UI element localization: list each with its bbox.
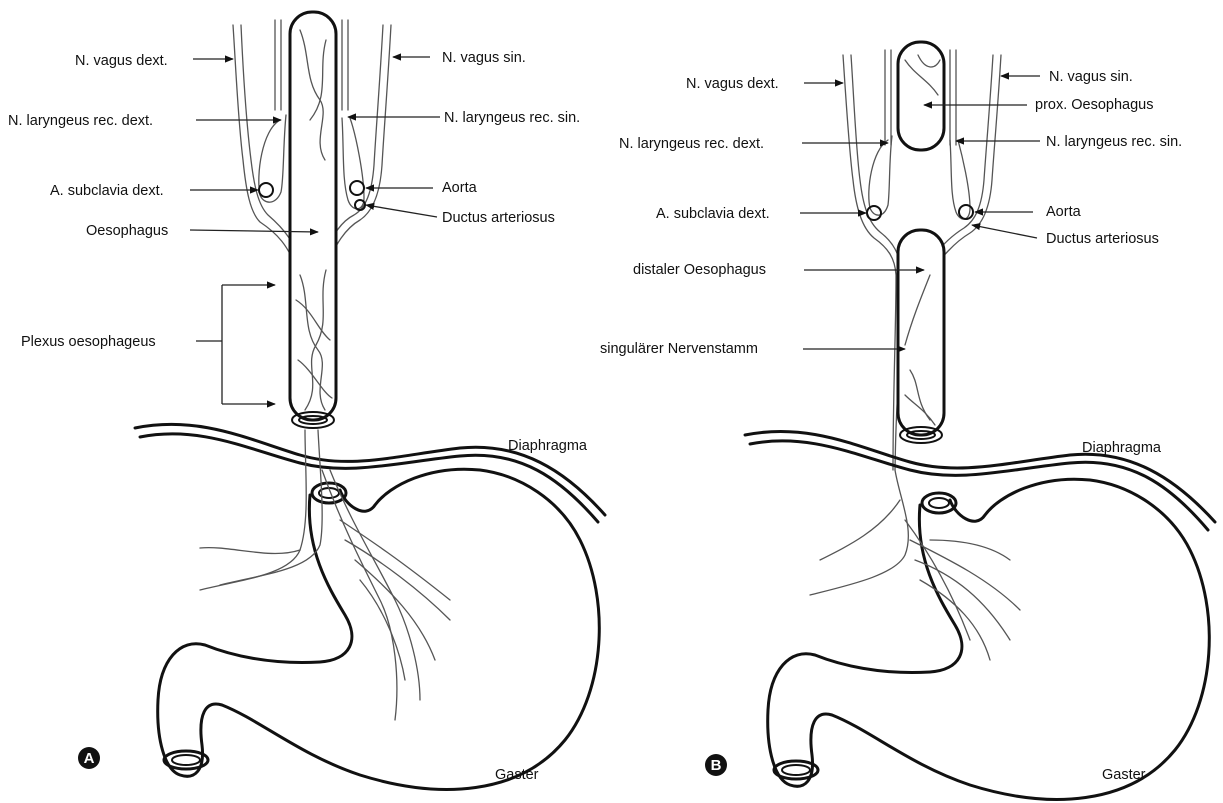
label-aorta-b: Aorta: [1046, 204, 1082, 220]
label-vagus-sin-a: N. vagus sin.: [442, 50, 526, 66]
stomach-a: [158, 430, 600, 789]
label-subclavia-a: A. subclavia dext.: [50, 183, 164, 199]
oesophagus-tube-a: [290, 12, 336, 420]
label-laryngeus-dext-a: N. laryngeus rec. dext.: [8, 113, 153, 129]
panel-a-letter: A: [84, 750, 95, 767]
label-laryngeus-dext-b: N. laryngeus rec. dext.: [619, 136, 764, 152]
label-gaster-b: Gaster: [1102, 767, 1146, 783]
label-subclavia-b: A. subclavia dext.: [656, 206, 770, 222]
label-singular-trunk-b: singulärer Nervenstamm: [600, 341, 758, 357]
label-vagus-dext-b: N. vagus dext.: [686, 76, 779, 92]
label-laryngeus-sin-a: N. laryngeus rec. sin.: [444, 110, 580, 126]
label-ductus-a: Ductus arteriosus: [442, 210, 555, 226]
label-gaster-a: Gaster: [495, 767, 539, 783]
prox-oesophagus-tube-b: [898, 42, 944, 150]
label-ductus-b: Ductus arteriosus: [1046, 231, 1159, 247]
label-aorta-a: Aorta: [442, 180, 478, 196]
label-plexus-a: Plexus oesophageus: [21, 334, 156, 350]
label-vagus-dext-a: N. vagus dext.: [75, 53, 168, 69]
label-distal-oesophagus-b: distaler Oesophagus: [633, 262, 766, 278]
label-diaphragma-a: Diaphragma: [508, 438, 588, 454]
panel-b: B N. vagus dext. N. vagus sin. prox. Oes…: [600, 42, 1215, 799]
label-prox-oesophagus-b: prox. Oesophagus: [1035, 97, 1154, 113]
subclavia-vessel-a: [259, 183, 273, 197]
label-diaphragma-b: Diaphragma: [1082, 440, 1162, 456]
stomach-b: [768, 470, 1210, 799]
aorta-vessel-a: [350, 181, 364, 195]
panel-b-letter: B: [711, 757, 722, 774]
label-oesophagus-a: Oesophagus: [86, 223, 168, 239]
label-laryngeus-sin-b: N. laryngeus rec. sin.: [1046, 134, 1182, 150]
label-vagus-sin-b: N. vagus sin.: [1049, 69, 1133, 85]
aorta-vessel-b: [959, 205, 973, 219]
panel-a: A N. vagus dext. N. vagus sin. N. laryng…: [8, 12, 605, 789]
